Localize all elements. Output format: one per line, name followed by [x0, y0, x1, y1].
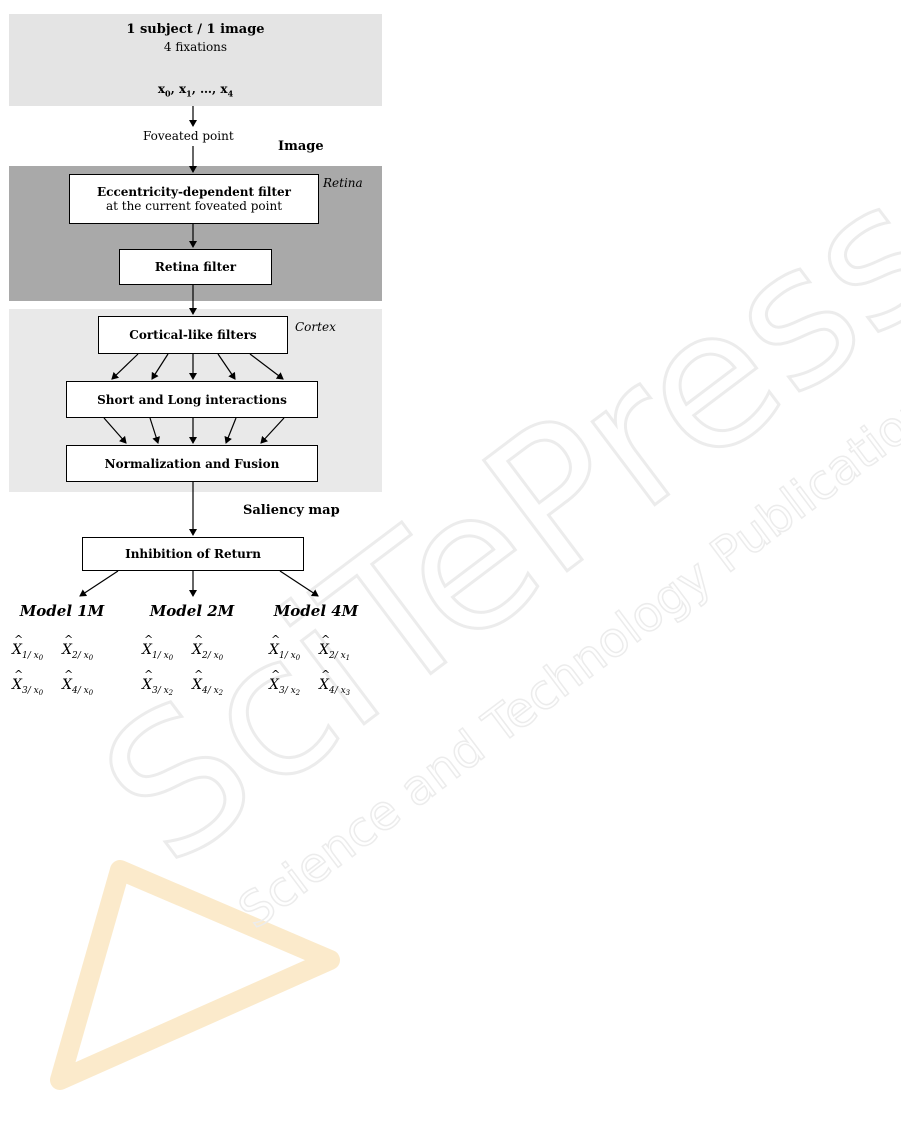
normalization-label: Normalization and Fusion: [104, 456, 280, 471]
estimate-term: X1/ x0: [269, 633, 300, 662]
eccentricity-filter-title: Eccentricity-dependent filter: [97, 185, 291, 199]
arrow-cortical-4: [217, 353, 236, 380]
estimate-term: X4/ x0: [62, 668, 93, 697]
cortical-filters-label: Cortical-like filters: [129, 328, 257, 342]
fixations-list: x0, x1, …, x4: [157, 82, 234, 99]
inhibition-of-return-label: Inhibition of Return: [125, 547, 261, 561]
arrow-interaction-1: [103, 417, 127, 444]
arrow-cortical-2: [151, 353, 169, 380]
arrow-interaction-4: [224, 417, 237, 444]
subject-title: 1 subject / 1 image: [126, 22, 265, 37]
cortex-label: Cortex: [295, 320, 336, 334]
arrow-cortical-5: [249, 353, 284, 380]
flow-arrows: [79, 106, 319, 597]
eccentricity-filter-subtitle: at the current foveated point: [105, 199, 283, 213]
inhibition-of-return-box: Inhibition of Return: [82, 537, 304, 571]
normalization-box: Normalization and Fusion: [66, 445, 318, 482]
retina-filter-label: Retina filter: [154, 260, 237, 274]
estimate-term: X4/ x3: [319, 668, 350, 697]
subject-band: [9, 14, 382, 106]
estimate-term: X2/ x0: [192, 633, 223, 662]
estimate-term: X3/ x2: [142, 668, 173, 697]
watermark-triangle-icon: [50, 860, 340, 1090]
arrow-to-model-1m: [79, 570, 119, 597]
cortical-filters-box: Cortical-like filters: [98, 316, 288, 354]
model-4m-title: Model 4M: [273, 602, 359, 620]
model-2m-title: Model 2M: [149, 602, 235, 620]
retina-filter-box: Retina filter: [119, 249, 272, 285]
arrow-cortical-1: [111, 353, 139, 380]
arrow-to-model-4m: [279, 570, 319, 597]
estimate-term: X2/ x1: [319, 633, 350, 662]
foveated-point-label: Foveated point: [143, 129, 234, 143]
estimate-term: X1/ x0: [12, 633, 43, 662]
interactions-label: Short and Long interactions: [97, 392, 287, 407]
estimate-term: X3/ x0: [12, 668, 43, 697]
interactions-box: Short and Long interactions: [66, 381, 318, 418]
retina-label: Retina: [323, 176, 363, 190]
estimate-term: X4/ x2: [192, 668, 223, 697]
estimate-term: X3/ x2: [269, 668, 300, 697]
arrow-interaction-5: [260, 417, 285, 444]
image-label: Image: [278, 139, 324, 154]
model-1m-title: Model 1M: [19, 602, 105, 620]
estimate-term: X1/ x0: [142, 633, 173, 662]
fixations-count: 4 fixations: [163, 40, 228, 54]
arrow-interaction-2: [149, 417, 160, 444]
estimate-term: X2/ x0: [62, 633, 93, 662]
saliency-map-label: Saliency map: [243, 503, 340, 518]
eccentricity-filter-box: Eccentricity-dependent filter at the cur…: [69, 174, 319, 224]
